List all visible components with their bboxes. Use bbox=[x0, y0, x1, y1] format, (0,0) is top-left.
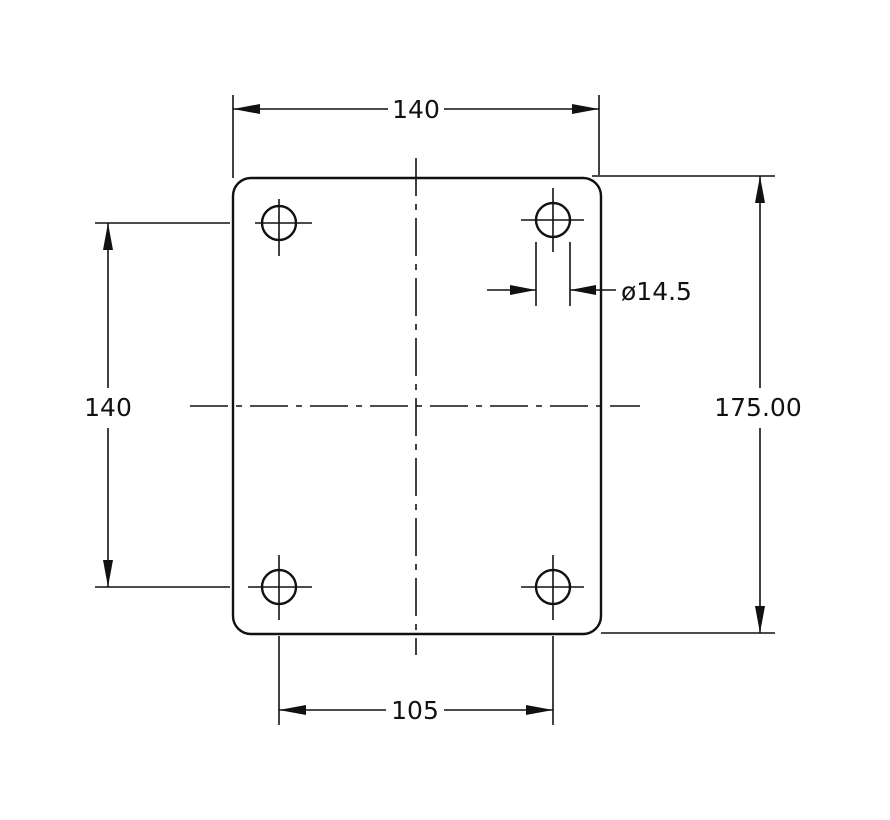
hole-bottom-left bbox=[248, 555, 312, 620]
bottom-hole-spacing-label: 105 bbox=[391, 696, 439, 725]
top-width-label: 140 bbox=[392, 95, 440, 124]
bottom-hole-spacing-dimension: 105 bbox=[278, 636, 554, 725]
hole-bottom-right bbox=[521, 555, 584, 620]
hole-diameter-label: ø14.5 bbox=[621, 277, 692, 306]
right-height-label: 175.00 bbox=[714, 393, 801, 422]
top-width-dimension: 140 bbox=[232, 95, 600, 178]
left-hole-spacing-label: 140 bbox=[84, 393, 132, 422]
left-hole-spacing-dimension: 140 bbox=[84, 222, 230, 588]
hole-top-right bbox=[521, 188, 584, 252]
hole-top-left bbox=[255, 199, 312, 256]
hole-diameter-dimension: ø14.5 bbox=[487, 242, 692, 306]
right-height-dimension: 175.00 bbox=[592, 175, 802, 634]
